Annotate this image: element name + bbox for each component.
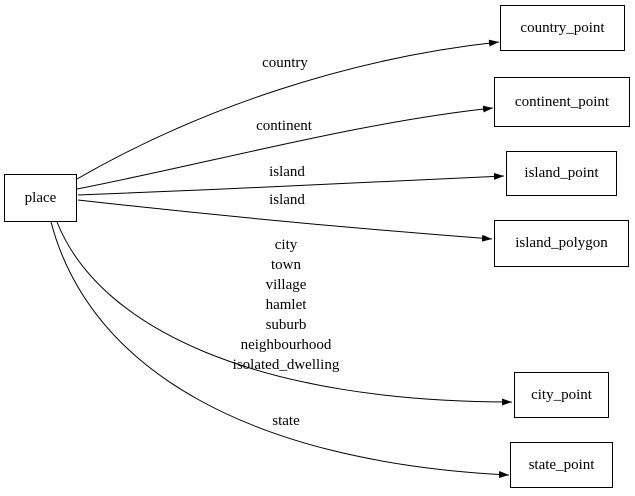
edge-label-country: country [262, 55, 308, 71]
node-island-polygon: island_polygon [494, 220, 629, 267]
node-continent-point-label: continent_point [514, 93, 610, 110]
edge-place-country-point [76, 39, 500, 180]
edge-label-suburb: suburb [265, 317, 307, 333]
node-island-point: island_point [506, 151, 617, 196]
edge-place-city-point [56, 221, 513, 406]
node-state-point-label: state_point [528, 456, 595, 473]
edge-label-city-group: city town village hamlet suburb neighbou… [233, 235, 340, 375]
node-city-point: city_point [514, 372, 609, 418]
edge-place-island-point [77, 172, 505, 196]
node-city-point-label: city_point [531, 386, 592, 403]
node-country-point-label: country_point [520, 19, 605, 36]
edge-place-continent-point [76, 105, 494, 190]
edge-label-town: town [271, 257, 301, 273]
edge-place-island-polygon [77, 199, 493, 242]
edge-label-village: village [265, 277, 307, 293]
node-place-label: place [24, 189, 57, 206]
edge-label-hamlet: hamlet [265, 297, 307, 313]
edge-label-island-1: island [269, 164, 305, 180]
edge-label-island-2: island [269, 192, 305, 208]
node-island-polygon-label: island_polygon [515, 235, 608, 251]
node-island-point-label: island_point [524, 165, 599, 181]
edge-label-isolated-dwelling: isolated_dwelling [232, 357, 340, 373]
edge-label-city: city [274, 237, 298, 253]
node-continent-point: continent_point [494, 77, 630, 127]
edge-label-neighbourhood: neighbourhood [240, 337, 332, 353]
edge-label-continent: continent [256, 118, 312, 134]
edge-place-state-point [50, 221, 510, 478]
node-place: place [4, 174, 77, 222]
node-state-point: state_point [510, 442, 613, 488]
edge-label-state: state [272, 413, 300, 429]
node-country-point: country_point [500, 5, 625, 51]
